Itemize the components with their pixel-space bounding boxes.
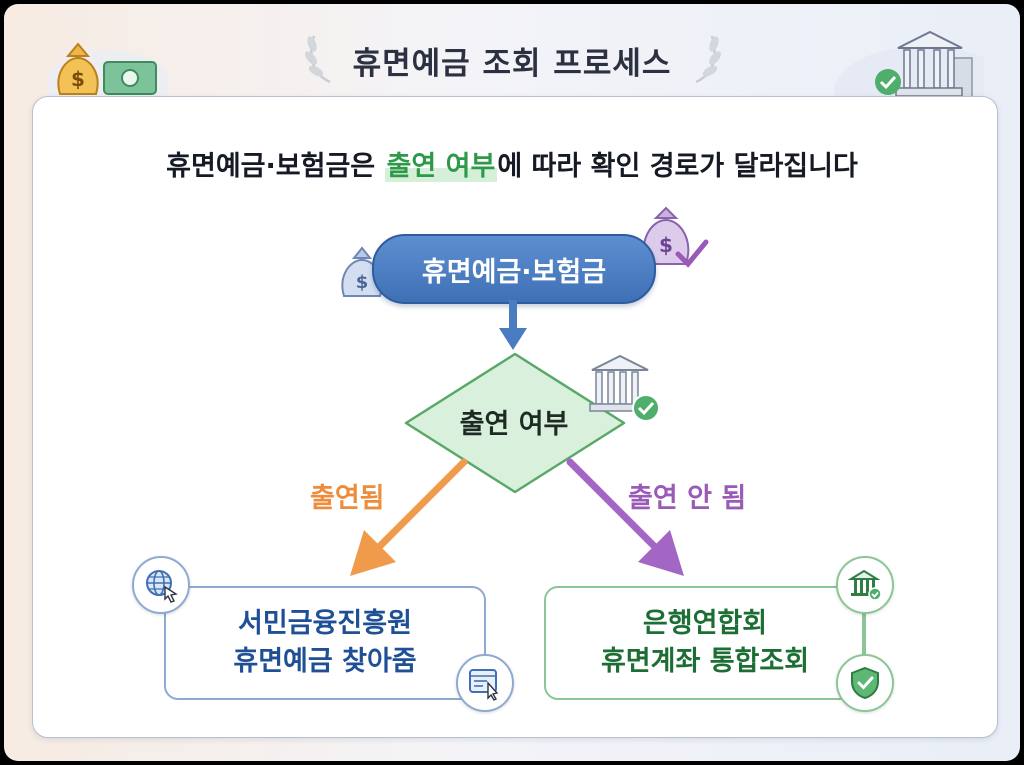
arrow-down xyxy=(499,300,527,350)
bank-check-icon xyxy=(589,354,660,422)
result-right-line1: 은행연합회 xyxy=(642,608,768,639)
svg-text:$: $ xyxy=(356,272,369,293)
connector-line xyxy=(862,584,864,680)
result-right-box: 은행연합회 휴면계좌 통합조회 xyxy=(544,586,866,700)
decision-node-shape xyxy=(404,352,626,494)
cursor-icon xyxy=(469,669,499,701)
bank-icon xyxy=(834,30,984,100)
shield-check-icon xyxy=(851,666,879,700)
result-right-line2: 휴면계좌 통합조회 xyxy=(600,646,810,677)
shield-badge xyxy=(836,654,894,712)
bank-icon xyxy=(847,569,882,601)
result-left-line1: 서민금융진흥원 xyxy=(238,608,412,639)
result-left-line2: 휴면예금 찾아줌 xyxy=(233,646,417,677)
globe-badge xyxy=(132,556,190,614)
laurel-left-icon xyxy=(305,35,331,84)
money-bag-icon: $ xyxy=(341,246,383,297)
arrow-branch-yes xyxy=(350,458,468,576)
decision-node: 출연 여부 xyxy=(459,409,569,440)
branch-label-no: 출연 안 됨 xyxy=(628,483,747,514)
start-node: 휴면예금·보험금 xyxy=(372,234,656,304)
browser-badge xyxy=(456,654,514,712)
laurel-right-icon xyxy=(695,35,721,84)
subtitle-highlight: 출연 여부 xyxy=(384,151,498,182)
branch-label-yes: 출연됨 xyxy=(310,483,385,514)
svg-text:$: $ xyxy=(659,233,673,257)
subtitle-after: 에 따라 확인 경로가 달라집니다 xyxy=(497,151,858,182)
subtitle-before: 휴면예금·보험금은 xyxy=(166,151,385,182)
result-left-box: 서민금융진흥원 휴면예금 찾아줌 xyxy=(164,586,486,700)
subtitle: 휴면예금·보험금은 출연 여부에 따라 확인 경로가 달라집니다 xyxy=(4,144,1020,183)
money-bag-icon: $ xyxy=(48,42,168,104)
svg-text:$: $ xyxy=(71,67,85,91)
money-bag-check-icon: $ xyxy=(642,206,709,268)
page-title: 휴면예금 조회 프로세스 xyxy=(352,46,672,82)
page: $ 휴면예금 조회 프로세스 휴면예금·보험금은 출연 여부에 따라 확인 경로… xyxy=(4,4,1020,761)
globe-icon xyxy=(146,570,178,603)
arrow-branch-no xyxy=(566,458,684,576)
bank-badge xyxy=(836,556,894,614)
